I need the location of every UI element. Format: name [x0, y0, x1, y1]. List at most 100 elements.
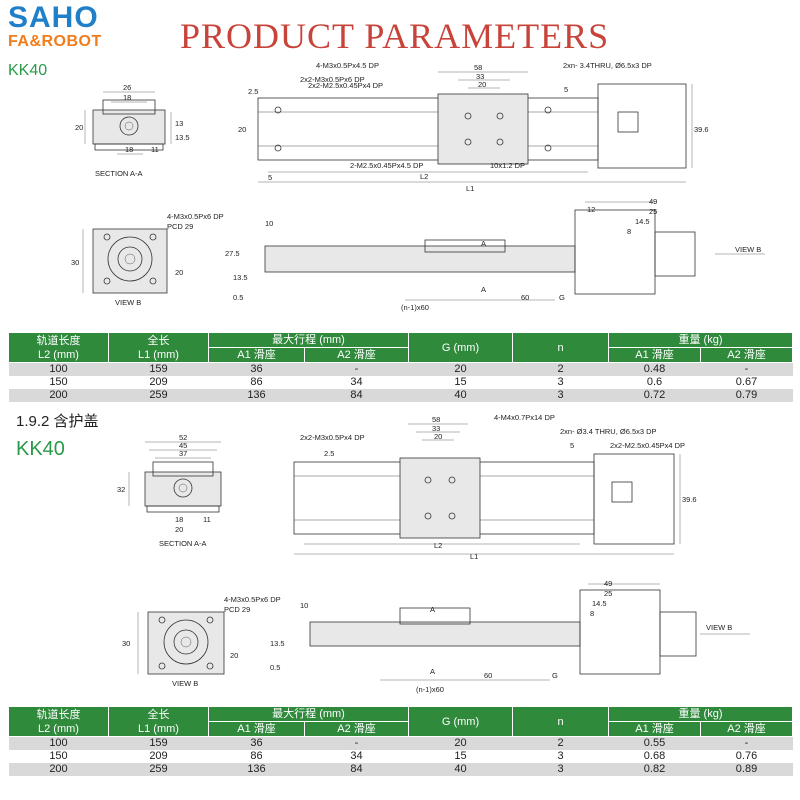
th-weight: 重量 (kg): [608, 332, 793, 348]
label-g: G: [559, 293, 565, 302]
dim-60: 60: [484, 671, 492, 680]
th-weight-a1: A1 滑座: [608, 721, 701, 737]
th-max-stroke: 最大行程 (mm): [208, 706, 409, 722]
label-pitch: (n-1)x60: [401, 303, 429, 312]
label-a-top: A: [481, 239, 486, 248]
dim-10: 10: [265, 219, 273, 228]
th-weight-a2: A2 滑座: [700, 721, 793, 737]
dim-60: 60: [521, 293, 529, 302]
dim-10: 10: [300, 601, 308, 610]
dim-27-5: 27.5: [225, 249, 240, 258]
label-m3-4: 2x2-M3x0.5Px4 DP: [300, 433, 365, 442]
dim-30: 30: [71, 258, 79, 267]
th-max-stroke: 最大行程 (mm): [208, 332, 409, 348]
dim-33: 33: [476, 72, 484, 81]
label-m4-14: 4-M4x0.7Px14 DP: [494, 413, 555, 422]
brand-logo-top: SAHO: [8, 1, 99, 34]
dim-12: 12: [587, 205, 595, 214]
view-b-arrow-label: VIEW B: [735, 245, 761, 254]
dim-11: 11: [151, 145, 159, 154]
label-l1: L1: [470, 552, 478, 561]
view-b-label-2: VIEW B: [172, 679, 198, 688]
dim-18: 18: [123, 93, 131, 102]
page-title: PRODUCT PARAMETERS: [180, 16, 610, 56]
th-weight-a1: A1 滑座: [608, 347, 701, 363]
dim-52: 52: [179, 433, 187, 442]
dim-25: 25: [649, 207, 657, 216]
label-10x12: 10x1.2 DP: [490, 161, 525, 170]
dim-13-5: 13.5: [233, 273, 248, 282]
label-m3-pcd: 4-M3x0.5Px6 DP: [224, 595, 281, 604]
label-m25-4: 2x2-M2.5x0.45Px4 DP: [308, 81, 383, 90]
dim-37: 37: [179, 449, 187, 458]
dim-32: 32: [117, 485, 125, 494]
label-m3-45: 4-M3x0.5Px4.5 DP: [316, 61, 379, 70]
label-l2: L2: [434, 541, 442, 550]
dim-14-5: 14.5: [635, 217, 650, 226]
label-pcd: PCD 29: [167, 222, 193, 231]
label-a-bottom: A: [430, 667, 435, 676]
view-b-drawing-2: 4-M3x0.5Px6 DP PCD 29 30 20 VIEW B: [122, 595, 281, 688]
label-m3-top: 2x2-M3x0.5Px6 DP: [300, 75, 365, 84]
dim-58: 58: [474, 63, 482, 72]
side-view-drawing-2: 10 13.5 0.5 A A 60 G (n-1)x60 49 25 14.5…: [270, 579, 750, 694]
th-stroke-a1: A1 滑座: [208, 347, 305, 363]
dim-8: 8: [590, 609, 594, 618]
th-weight-a2: A2 滑座: [700, 347, 793, 363]
label-l1: L1: [466, 184, 474, 193]
th-stroke-a2: A2 滑座: [304, 347, 409, 363]
section-aa-label: SECTION A-A: [95, 169, 143, 178]
th-weight: 重量 (kg): [608, 706, 793, 722]
label-m3-pcd: 4-M3x0.5Px6 DP: [167, 212, 224, 221]
view-b-drawing: 4-M3x0.5Px6 DP PCD 29 30 20 VIEW B: [71, 212, 224, 307]
dim-0-5: 0.5: [233, 293, 243, 302]
dim-20: 20: [238, 125, 246, 134]
dim-58: 58: [432, 415, 440, 424]
dim-2-5: 2.5: [324, 449, 334, 458]
top-view-drawing: 2x2-M3x0.5Px6 DP 2.5 4-M3x0.5Px4.5 DP 2x…: [238, 61, 709, 193]
th-n: n: [512, 332, 609, 363]
th-n: n: [512, 706, 609, 737]
dim-30: 30: [122, 639, 130, 648]
label-m25-4: 2x2-M2.5x0.45Px4 DP: [610, 441, 685, 450]
label-m25-45: 2-M2.5x0.45Px4.5 DP: [350, 161, 423, 170]
label-a-top: A: [430, 605, 435, 614]
dim-39-6: 39.6: [682, 495, 697, 504]
view-b-arrow-label-2: VIEW B: [706, 623, 732, 632]
label-a-bottom: A: [481, 285, 486, 294]
dim-5: 5: [564, 85, 568, 94]
dim-26: 26: [123, 83, 131, 92]
dim-13-5: 13.5: [270, 639, 285, 648]
side-view-drawing: 10 27.5 13.5 0.5 A A 60 G (n-1)x60 49 12…: [225, 197, 765, 312]
dim-11: 11: [203, 515, 211, 524]
th-stroke-a1: A1 滑座: [208, 721, 305, 737]
label-g: G: [552, 671, 558, 680]
th-g: G (mm): [408, 332, 513, 363]
dim-2-5: 2.5: [248, 87, 258, 96]
view-b-label: VIEW B: [115, 298, 141, 307]
dim-18b: 18: [125, 145, 133, 154]
model-label: KK40: [8, 62, 48, 79]
section-aa-drawing-2: 52 45 37 32 18 20 11 SECTION A-A: [117, 433, 222, 548]
label-thru: 2xn- Ø3.4 THRU, Ø6.5x3 DP: [560, 427, 657, 436]
label-l2: L2: [420, 172, 428, 181]
dim-8: 8: [627, 227, 631, 236]
dim-39-6: 39.6: [694, 125, 709, 134]
dim-20: 20: [75, 123, 83, 132]
dim-13-5: 13.5: [175, 133, 190, 142]
dim-0-5: 0.5: [270, 663, 280, 672]
th-g: G (mm): [408, 706, 513, 737]
dim-25: 25: [604, 589, 612, 598]
dim-20b: 20: [478, 80, 486, 89]
